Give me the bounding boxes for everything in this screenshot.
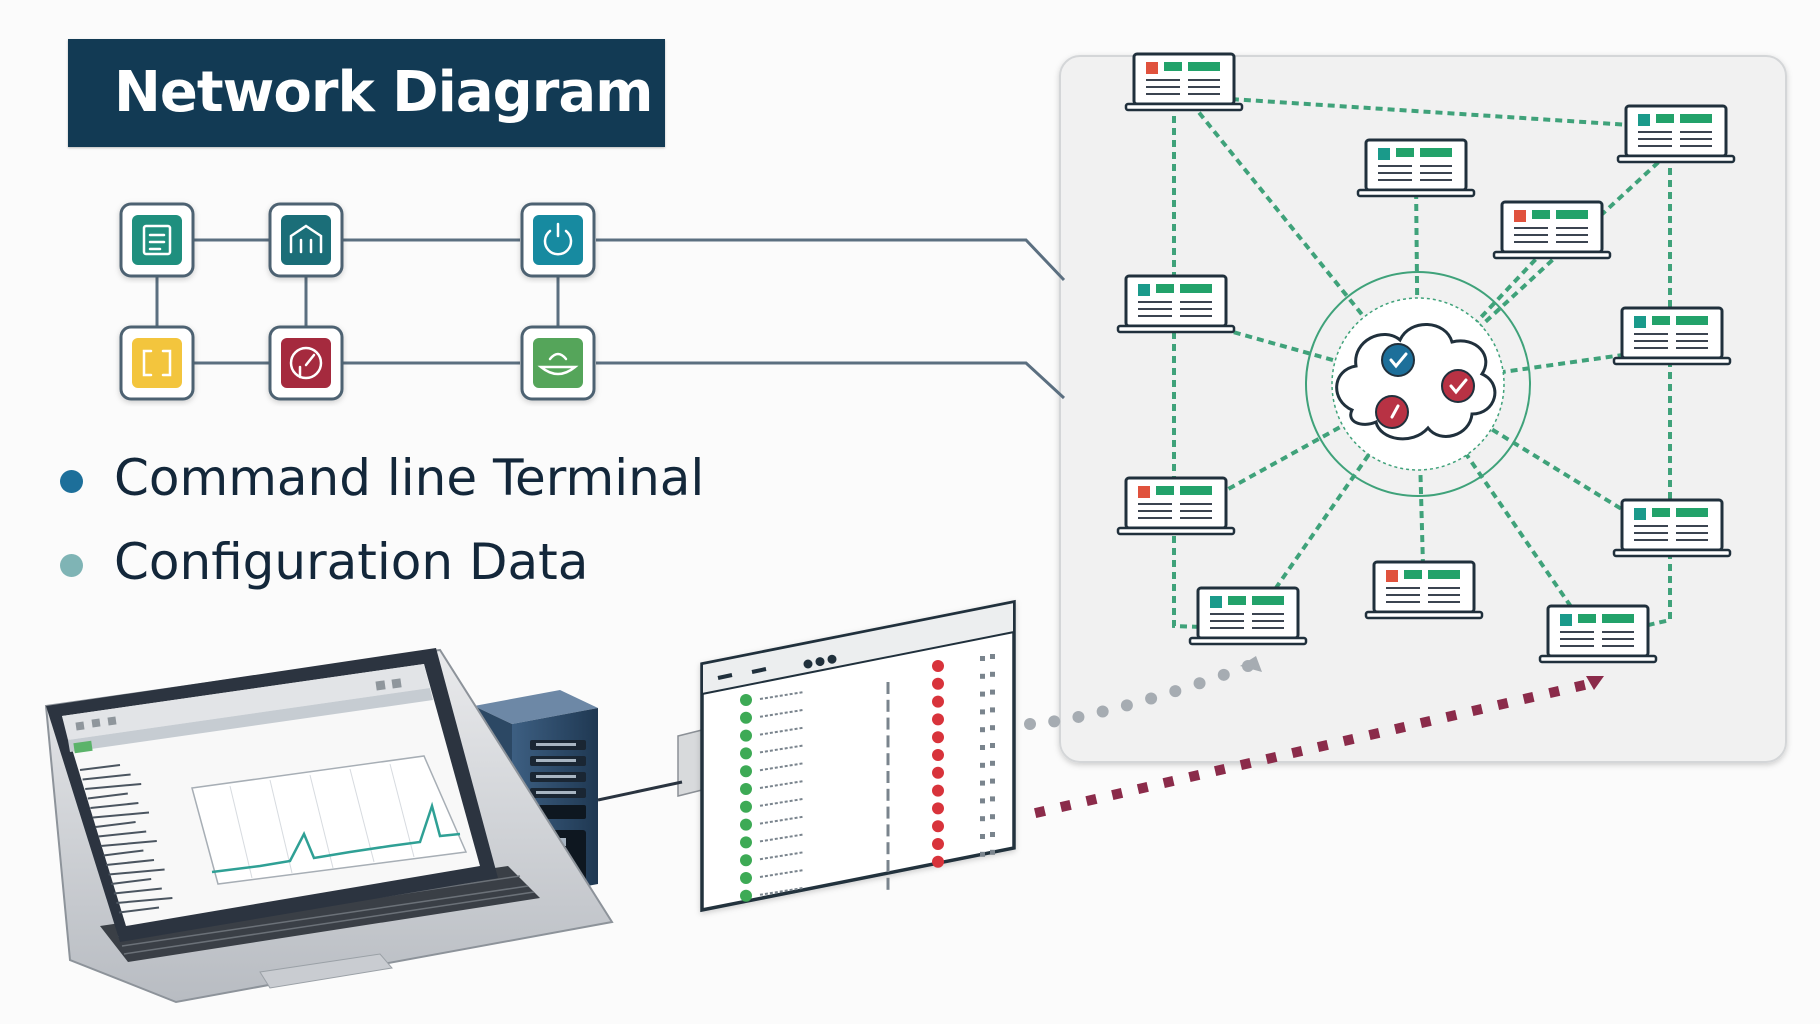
terminal-row <box>740 849 995 902</box>
status-error-icon <box>932 766 944 779</box>
status-ok-icon <box>740 854 752 867</box>
terminal-row <box>740 743 995 795</box>
icon-grid-connectors <box>596 238 1066 400</box>
cli-link <box>1034 676 1604 818</box>
status-ok-icon <box>740 729 752 742</box>
status-error-icon <box>932 784 944 797</box>
icon-tile-bracket <box>119 325 195 401</box>
icon-tile-gauge <box>268 325 344 401</box>
status-error-icon <box>932 820 944 833</box>
gauge-icon <box>281 338 331 388</box>
status-error-icon <box>932 749 944 761</box>
legend-marker-config <box>60 554 83 577</box>
page-title: Network Diagram <box>114 60 653 125</box>
status-ok-icon <box>740 836 752 849</box>
status-ok-icon <box>740 711 752 724</box>
icon-tile-power <box>520 202 596 278</box>
terminal-row <box>740 725 995 778</box>
status-error-icon <box>932 677 944 690</box>
terminal-row <box>740 814 995 867</box>
network-device <box>1612 306 1732 366</box>
status-ok-icon <box>740 747 752 760</box>
status-error-icon <box>932 713 944 726</box>
gauge-icon <box>1375 395 1409 429</box>
network-device <box>1616 104 1736 164</box>
laptop <box>44 648 614 1004</box>
status-ok-icon <box>740 889 752 902</box>
status-ok-icon <box>740 694 752 706</box>
status-ok-icon <box>740 872 752 884</box>
status-ok-icon <box>740 783 752 795</box>
terminal-row <box>740 760 995 813</box>
status-ok-icon <box>740 765 752 778</box>
status-ok-icon <box>740 818 752 831</box>
terminal-row <box>740 707 995 760</box>
network-device <box>1124 52 1244 112</box>
status-error-icon <box>932 855 944 868</box>
config-link <box>1024 656 1262 730</box>
terminal-row <box>740 689 995 742</box>
network-device <box>1356 138 1476 198</box>
icon-tile-building <box>268 202 344 278</box>
title-banner: Network Diagram <box>68 39 665 147</box>
icon-grid-links <box>155 238 560 365</box>
icon-tile-document <box>119 202 195 278</box>
network-device <box>1538 604 1658 664</box>
network-link <box>1182 92 1420 386</box>
network-device <box>1364 560 1484 620</box>
terminal-window <box>677 599 1016 913</box>
status-error-icon <box>932 838 944 850</box>
check-icon <box>1381 343 1415 377</box>
terminal-row <box>740 778 995 831</box>
network-device <box>1492 200 1612 260</box>
status-ok-icon <box>740 800 752 813</box>
legend-label-cli: Command line Terminal <box>114 449 705 507</box>
network-device <box>1188 586 1308 646</box>
terminal-row <box>740 796 995 849</box>
network-device <box>1612 498 1732 558</box>
icon-tile-router <box>520 325 596 401</box>
check-icon <box>1441 369 1475 403</box>
network-link <box>1643 156 1672 628</box>
network-link <box>1183 94 1677 130</box>
status-error-icon <box>932 660 944 672</box>
status-error-icon <box>932 731 944 744</box>
terminal-row <box>740 832 995 884</box>
document-icon <box>132 215 182 265</box>
legend-label-config: Configuration Data <box>114 533 589 591</box>
power-icon <box>533 215 583 265</box>
status-error-icon <box>932 695 944 708</box>
arrow-head-icon <box>1586 676 1604 690</box>
building-icon <box>281 215 331 265</box>
network-device <box>1116 476 1236 536</box>
cloud-hub <box>1305 271 1531 497</box>
status-error-icon <box>932 802 944 815</box>
terminal-row <box>740 654 995 706</box>
router-icon <box>533 338 583 388</box>
network-device <box>1116 274 1236 334</box>
legend-marker-cli <box>60 470 83 493</box>
bracket-icon <box>132 338 182 388</box>
terminal-row <box>740 671 995 724</box>
